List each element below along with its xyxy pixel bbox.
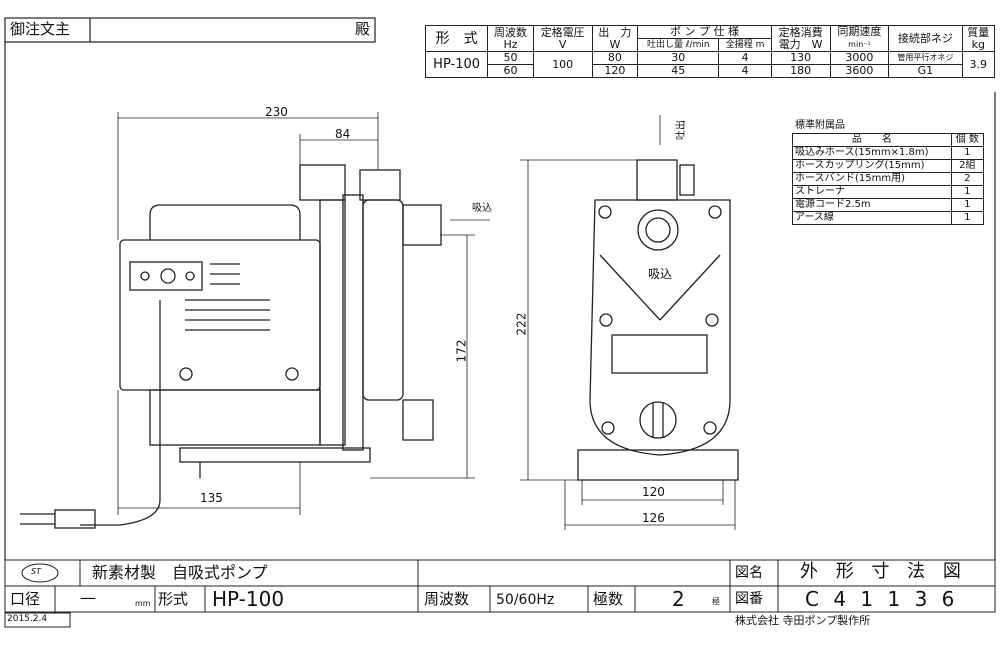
hdr-output: 出 力 (598, 25, 632, 39)
hdr-mass: 質量 (967, 25, 990, 39)
item-name: ストレーナ (792, 185, 952, 199)
dim-120: 120 (642, 485, 665, 499)
item-name: アース線 (792, 211, 952, 225)
hdr-flow: 吐出し量 (646, 40, 683, 50)
poles-unit: 極 (712, 597, 720, 606)
cell-thread-type: 管用平行オネジ (888, 51, 963, 65)
cell-mass: 3.9 (961, 51, 996, 78)
hdr-mass-unit: kg (971, 37, 985, 51)
accessories-title: 標準附属品 (795, 120, 845, 131)
hdr-head: 全揚程 (725, 40, 753, 50)
item-name: 吸込みホース(15mm×1.8m) (792, 146, 952, 160)
discharge-label: 吐出 (676, 120, 687, 140)
cell: 45 (637, 64, 720, 78)
hdr-speed: 同期速度 (837, 25, 882, 38)
bore-value: — (80, 588, 96, 607)
hdr-freq: 周波数 (494, 25, 527, 39)
side-view (20, 164, 442, 529)
item-name: 電源コード2.5m (792, 198, 952, 212)
dim-135: 135 (200, 491, 223, 505)
bore-unit: mm (135, 599, 151, 608)
cell: 50 (487, 51, 534, 65)
dim-172: 172 (454, 339, 469, 363)
company-logo: ST (31, 567, 41, 576)
hdr-power2: 電力 W (778, 37, 823, 51)
bore-label: 口径 (10, 590, 41, 608)
customer-label: 御注文主 (10, 20, 71, 38)
hdr-model: 形 式 (424, 25, 489, 52)
hdr-thread: 接続部ネジ (888, 25, 963, 52)
poles-label: 極数 (593, 590, 624, 608)
table-row: HP-100 50 100 80 30 4 130 3000 管用平行オネジ 3… (424, 51, 996, 78)
front-suction-label: 吸込 (648, 267, 673, 281)
hdr-output-unit: W (609, 37, 621, 51)
cell: 130 (770, 51, 831, 65)
hdr-voltage: 定格電圧 (540, 25, 585, 39)
cell: 4 (718, 64, 772, 78)
drawing-name-label: 図名 (735, 565, 763, 581)
cell-voltage: 100 (532, 51, 593, 78)
hdr-head-unit: m (755, 40, 765, 50)
table-row: 吸込みホース(15mm×1.8m)1 (792, 146, 985, 160)
hdr-freq-unit: Hz (503, 37, 518, 51)
cell: 4 (718, 51, 772, 65)
accessories-table: 品 名個 数 吸込みホース(15mm×1.8m)1 ホースカップリング(15mm… (792, 133, 985, 225)
model-label: 形式 (158, 590, 189, 608)
item-name: ホースカップリング(15mm) (792, 159, 952, 173)
cell-model: HP-100 (424, 51, 489, 78)
item-qty: 1 (950, 185, 985, 199)
freq-label: 周波数 (424, 590, 470, 608)
drawing-no: C 4 1 1 3 6 (805, 587, 959, 611)
suction-label: 吸込 (472, 203, 492, 214)
cell: 120 (591, 64, 639, 78)
model-value: HP-100 (212, 587, 285, 611)
item-qty: 1 (950, 211, 985, 225)
product-name: 新素材製 自吸式ポンプ (92, 563, 268, 582)
table-row: ホースバンド(15mm用)2 (792, 172, 985, 186)
company-name: 株式会社 寺田ポンプ製作所 (735, 614, 871, 627)
item-qty: 1 (950, 198, 985, 212)
item-qty: 2組 (950, 159, 985, 173)
hdr-power: 定格消費 (778, 25, 823, 39)
item-qty: 2 (950, 172, 985, 186)
drawing-no-label: 図番 (735, 591, 763, 607)
cell: 30 (637, 51, 720, 65)
hdr-voltage-unit: V (558, 37, 567, 51)
table-row: ホースカップリング(15mm)2組 (792, 159, 985, 173)
cell: 180 (770, 64, 831, 78)
dim-230: 230 (265, 105, 288, 119)
hdr-flow-unit: ℓ/min (685, 40, 710, 50)
cell: 3000 (829, 51, 890, 65)
drawing-name: 外 形 寸 法 図 (800, 561, 967, 582)
hdr-pump-spec: ポ ン プ 仕 様 (637, 25, 772, 39)
date: 2015.2.4 (7, 614, 48, 624)
freq-value: 50/60Hz (496, 592, 555, 608)
dim-126: 126 (642, 511, 665, 525)
poles-value: 2 (672, 587, 685, 611)
table-row: 60 120 45 4 180 3600 G1 (426, 64, 995, 78)
hdr-speed-unit: min⁻¹ (848, 40, 871, 49)
hdr-name: 品 名 (792, 133, 952, 147)
cell-thread-size: G1 (888, 64, 963, 78)
cell: 60 (487, 64, 534, 78)
honorific: 殿 (355, 20, 371, 38)
hdr-qty: 個 数 (950, 133, 985, 147)
dim-222: 222 (514, 312, 529, 336)
item-qty: 1 (950, 146, 985, 160)
dim-84: 84 (335, 127, 351, 141)
cell: 3600 (829, 64, 890, 78)
cell: 80 (591, 51, 639, 65)
item-name: ホースバンド(15mm用) (792, 172, 952, 186)
front-view (577, 159, 739, 481)
